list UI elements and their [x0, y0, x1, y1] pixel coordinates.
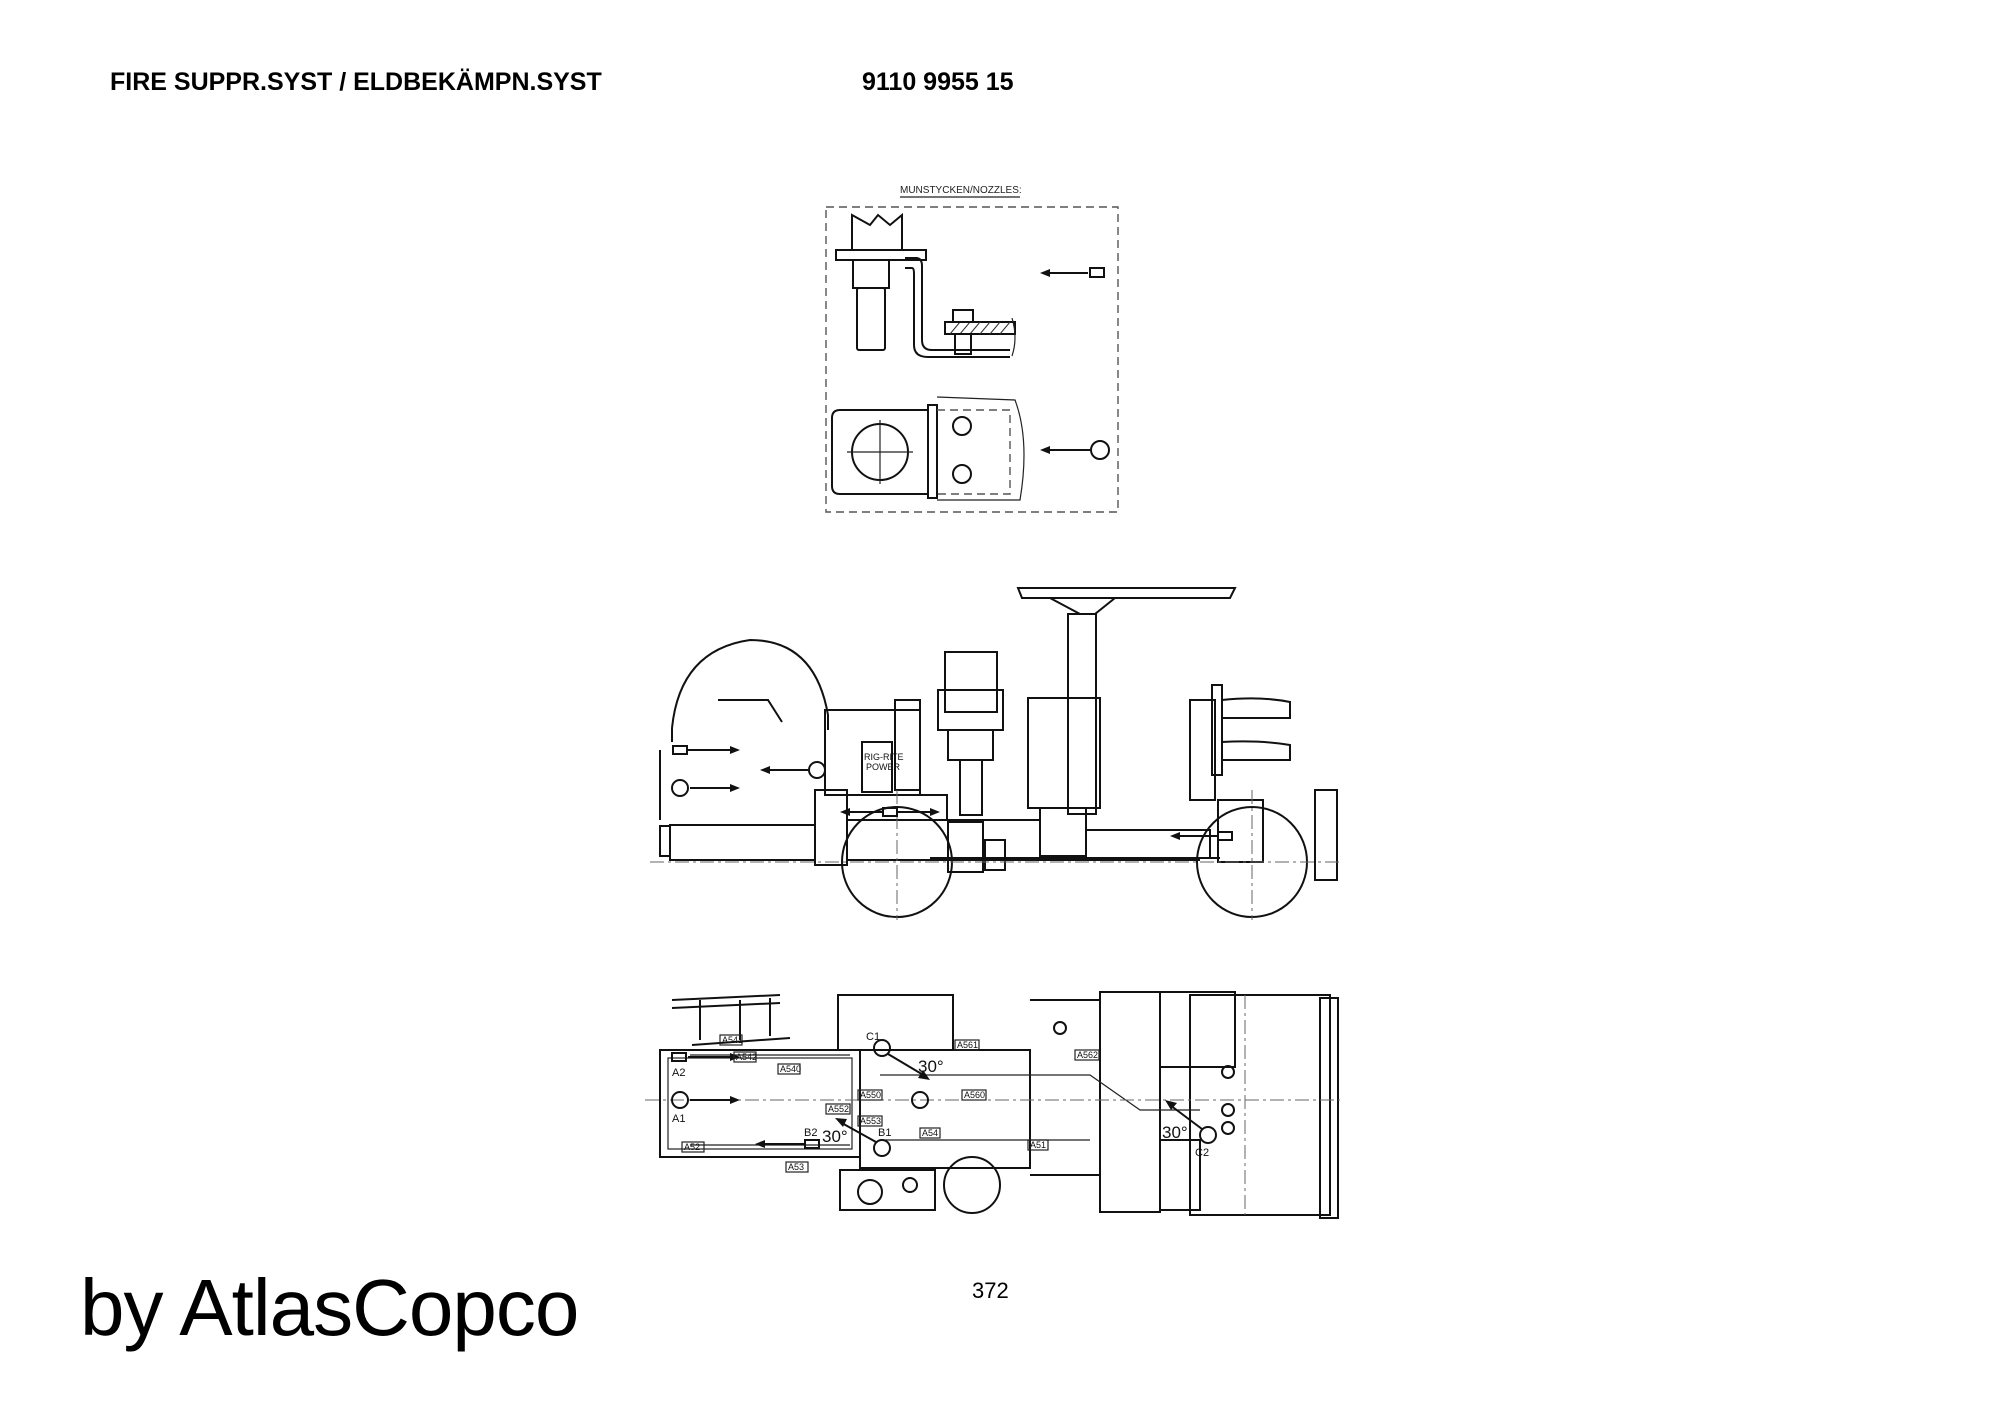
brand-text: by AtlasCopco — [80, 1263, 579, 1352]
angle-label: 30° — [1162, 1123, 1188, 1142]
plate-text-1: RIG-RITE — [864, 752, 904, 762]
side-view: RIG-RITE POWER — [650, 587, 1340, 920]
point-label: B2 — [804, 1127, 817, 1139]
tag: A540 — [780, 1064, 801, 1074]
plate-text-2: POWER — [866, 762, 901, 772]
tag: A553 — [860, 1116, 881, 1126]
tag: A562 — [1077, 1050, 1098, 1060]
tag: A552 — [828, 1104, 849, 1114]
top-view: A541 A542 A540 A52 A53 A550 A552 A553 A5… — [645, 991, 1340, 1219]
part-number: 9110 9955 15 — [862, 68, 1014, 96]
point-label: A2 — [672, 1067, 685, 1079]
page-number: 372 — [972, 1278, 1009, 1303]
nozzle-detail-title: MUNSTYCKEN/NOZZLES: — [900, 185, 1022, 196]
angle-label: 30° — [822, 1127, 848, 1146]
tag: A560 — [964, 1090, 985, 1100]
page-title: FIRE SUPPR.SYST / ELDBEKÄMPN.SYST — [110, 68, 602, 96]
tag: A561 — [957, 1040, 978, 1050]
tag: A550 — [860, 1090, 881, 1100]
point-label: A1 — [672, 1113, 685, 1125]
point-label: C2 — [1195, 1147, 1209, 1159]
top-view-tags: A541 A542 A540 A52 A53 A550 A552 A553 A5… — [681, 1034, 1100, 1173]
tag: A541 — [722, 1035, 743, 1045]
point-label: C1 — [866, 1031, 880, 1043]
tag: A52 — [684, 1142, 700, 1152]
tag: A53 — [788, 1162, 804, 1172]
angle-label: 30° — [918, 1057, 944, 1076]
tag: A54 — [922, 1128, 938, 1138]
nozzle-detail: MUNSTYCKEN/NOZZLES: — [825, 185, 1119, 513]
tag: A51 — [1030, 1140, 1046, 1150]
tag: A542 — [736, 1052, 757, 1062]
point-label: B1 — [878, 1127, 891, 1139]
